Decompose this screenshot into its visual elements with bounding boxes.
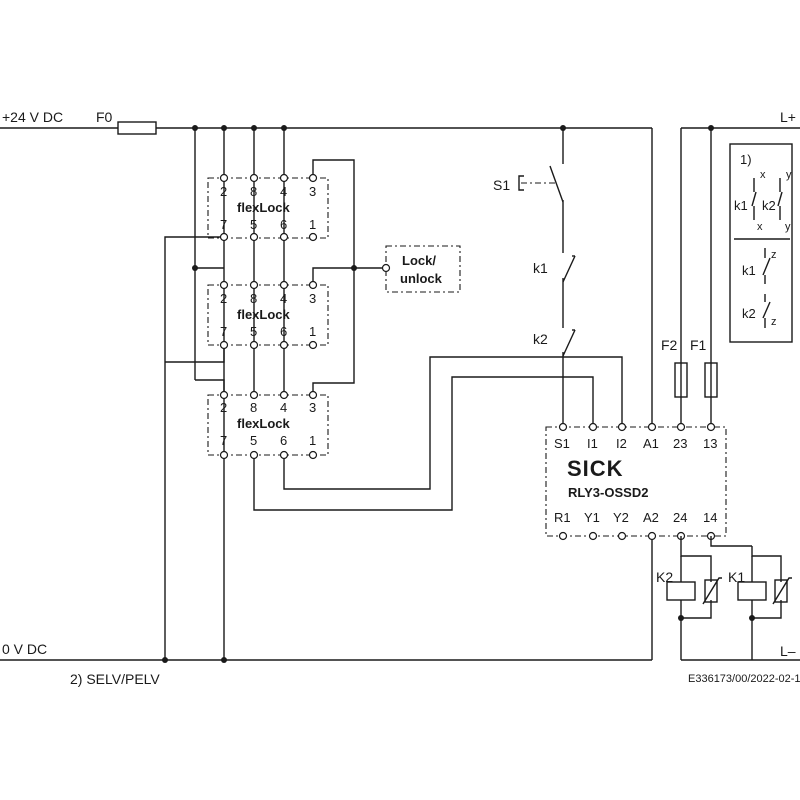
module-terminal: 7 [220, 433, 227, 448]
relay-module: S1 I1 I2 A1 23 13 SICK RLY3-OSSD2 R1 Y1 … [545, 422, 727, 541]
module-terminal: 1 [309, 324, 316, 339]
relay-terminal: A2 [643, 510, 659, 525]
supply-positive-label: +24 V DC [2, 109, 63, 125]
footnote-z-bottom: z [771, 316, 777, 328]
module-terminal: 3 [309, 291, 316, 306]
footnote-k2-z-label: k2 [742, 306, 756, 321]
footnote-z-top: z [771, 249, 777, 261]
lock-unlock-box: Lock/ unlock [381, 245, 461, 293]
module-terminal: 6 [280, 217, 287, 232]
module-terminal: 7 [220, 324, 227, 339]
flexlock-module-3: 2 8 4 3 flexLock 7 5 6 1 [207, 390, 329, 460]
relay-terminal: A1 [643, 436, 659, 451]
relay-terminal: 14 [703, 510, 717, 525]
flexlock-name: flexLock [237, 416, 291, 431]
k1-contact-label: k1 [533, 260, 548, 276]
relay-terminal: Y1 [584, 510, 600, 525]
module-terminal: 4 [280, 184, 287, 199]
flexlock-name: flexLock [237, 307, 291, 322]
relay-terminal: Y2 [613, 510, 629, 525]
footnote-ref: 1) [740, 152, 752, 167]
relay-terminal: I2 [616, 436, 627, 451]
relay-brand: SICK [567, 456, 624, 481]
module-terminal: 5 [250, 433, 257, 448]
footnote-x-bottom: x [757, 221, 763, 233]
footnote-k1-label: k1 [734, 198, 748, 213]
module-terminal: 3 [309, 184, 316, 199]
flexlock-name: flexLock [237, 200, 291, 215]
footnote-x-top: x [760, 169, 766, 181]
l-plus-label: L+ [780, 109, 796, 125]
relay-terminal: R1 [554, 510, 571, 525]
module-terminal: 3 [309, 400, 316, 415]
relay-terminal: 13 [703, 436, 717, 451]
relay-terminal: I1 [587, 436, 598, 451]
fuse-f1 [704, 362, 718, 398]
fuse-f1-label: F1 [690, 337, 707, 353]
fuse-f2-label: F2 [661, 337, 678, 353]
supply-negative-label: 0 V DC [2, 641, 47, 657]
footnote-k2-label: k2 [762, 198, 776, 213]
selv-pelv-note: 2) SELV/PELV [70, 671, 160, 687]
module-terminal: 2 [220, 291, 227, 306]
footnote-box: 1) x y k1 k2 x y z k1 z k2 [729, 143, 793, 343]
module-terminal: 5 [250, 217, 257, 232]
lock-unlock-line2: unlock [400, 271, 443, 286]
k2-coil-label: K2 [656, 569, 673, 585]
supply-wiring [0, 121, 800, 661]
module-terminal: 2 [220, 184, 227, 199]
l-minus-label: L– [780, 643, 796, 659]
lock-unlock-line1: Lock/ [402, 253, 436, 268]
relay-terminal: 23 [673, 436, 687, 451]
relay-model: RLY3-OSSD2 [568, 485, 648, 500]
fuse-f2 [674, 362, 688, 398]
k1-coil [737, 577, 792, 605]
module-terminal: 6 [280, 433, 287, 448]
s1-contact-chain [518, 128, 576, 427]
module-terminal: 6 [280, 324, 287, 339]
module-terminal: 2 [220, 400, 227, 415]
footnote-y-top: y [786, 169, 792, 181]
module-terminal: 1 [309, 217, 316, 232]
relay-terminal: S1 [554, 436, 570, 451]
k1-coil-label: K1 [728, 569, 745, 585]
module-terminal: 4 [280, 291, 287, 306]
fuse-f0 [117, 121, 157, 135]
document-id: E336173/00/2022-02-14 [688, 673, 800, 685]
footnote-y-bottom: y [785, 221, 791, 233]
loads-wiring [680, 536, 782, 660]
flexlock-module-2: 2 8 4 3 flexLock 7 5 6 1 [207, 280, 329, 350]
module-terminal: 7 [220, 217, 227, 232]
footnote-k1-z-label: k1 [742, 263, 756, 278]
s1-label: S1 [493, 177, 510, 193]
relay-terminal: 24 [673, 510, 687, 525]
flexlock-bus-wiring [164, 128, 623, 660]
junction-dots [162, 125, 755, 663]
fuse-f0-label: F0 [96, 109, 113, 125]
module-terminal: 1 [309, 433, 316, 448]
module-terminal: 8 [250, 184, 257, 199]
module-terminal: 8 [250, 400, 257, 415]
module-terminal: 8 [250, 291, 257, 306]
flexlock-module-1: 2 8 4 3 flexLock 7 5 6 1 [207, 173, 329, 242]
module-terminal: 4 [280, 400, 287, 415]
k2-coil [666, 577, 722, 605]
module-terminal: 5 [250, 324, 257, 339]
k2-contact-label: k2 [533, 331, 548, 347]
